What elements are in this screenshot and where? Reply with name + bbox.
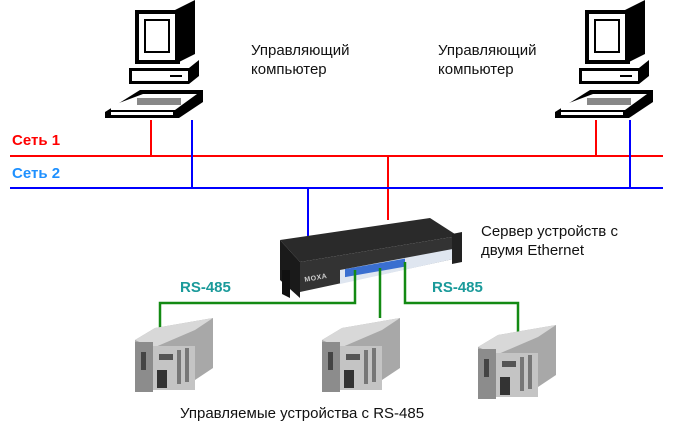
controlled-device-icon-1 <box>135 318 213 392</box>
network-2-label: Сеть 2 <box>12 165 61 182</box>
server-label-line1: Сервер устройств с <box>481 223 618 240</box>
server-label-line2: двумя Ethernet <box>481 242 585 259</box>
computer-label-left: Управляющий компьютер <box>251 41 350 79</box>
computer-label-line2: компьютер <box>251 61 327 78</box>
devices-caption: Управляемые устройства с RS-485 <box>180 405 425 422</box>
serial-lines <box>158 262 520 345</box>
computer-label-right: Управляющий компьютер <box>438 41 537 79</box>
computer-icon-right <box>554 0 654 119</box>
device-server-icon <box>280 218 462 298</box>
controlled-device-icon-2 <box>322 318 400 392</box>
computer-label-line1: Управляющий <box>438 42 537 59</box>
network-2-lines <box>10 120 663 236</box>
network-1-lines <box>10 120 663 220</box>
controlled-device-icon-3 <box>478 325 556 399</box>
rs485-label-left: RS-485 <box>180 279 231 296</box>
server-label: Сервер устройств с двумя Ethernet <box>481 222 618 260</box>
network-1-label: Сеть 1 <box>12 132 61 149</box>
rs485-label-right: RS-485 <box>432 279 483 296</box>
computer-icon-left <box>104 0 204 119</box>
computer-label-line2: компьютер <box>438 61 514 78</box>
computer-label-line1: Управляющий <box>251 42 350 59</box>
